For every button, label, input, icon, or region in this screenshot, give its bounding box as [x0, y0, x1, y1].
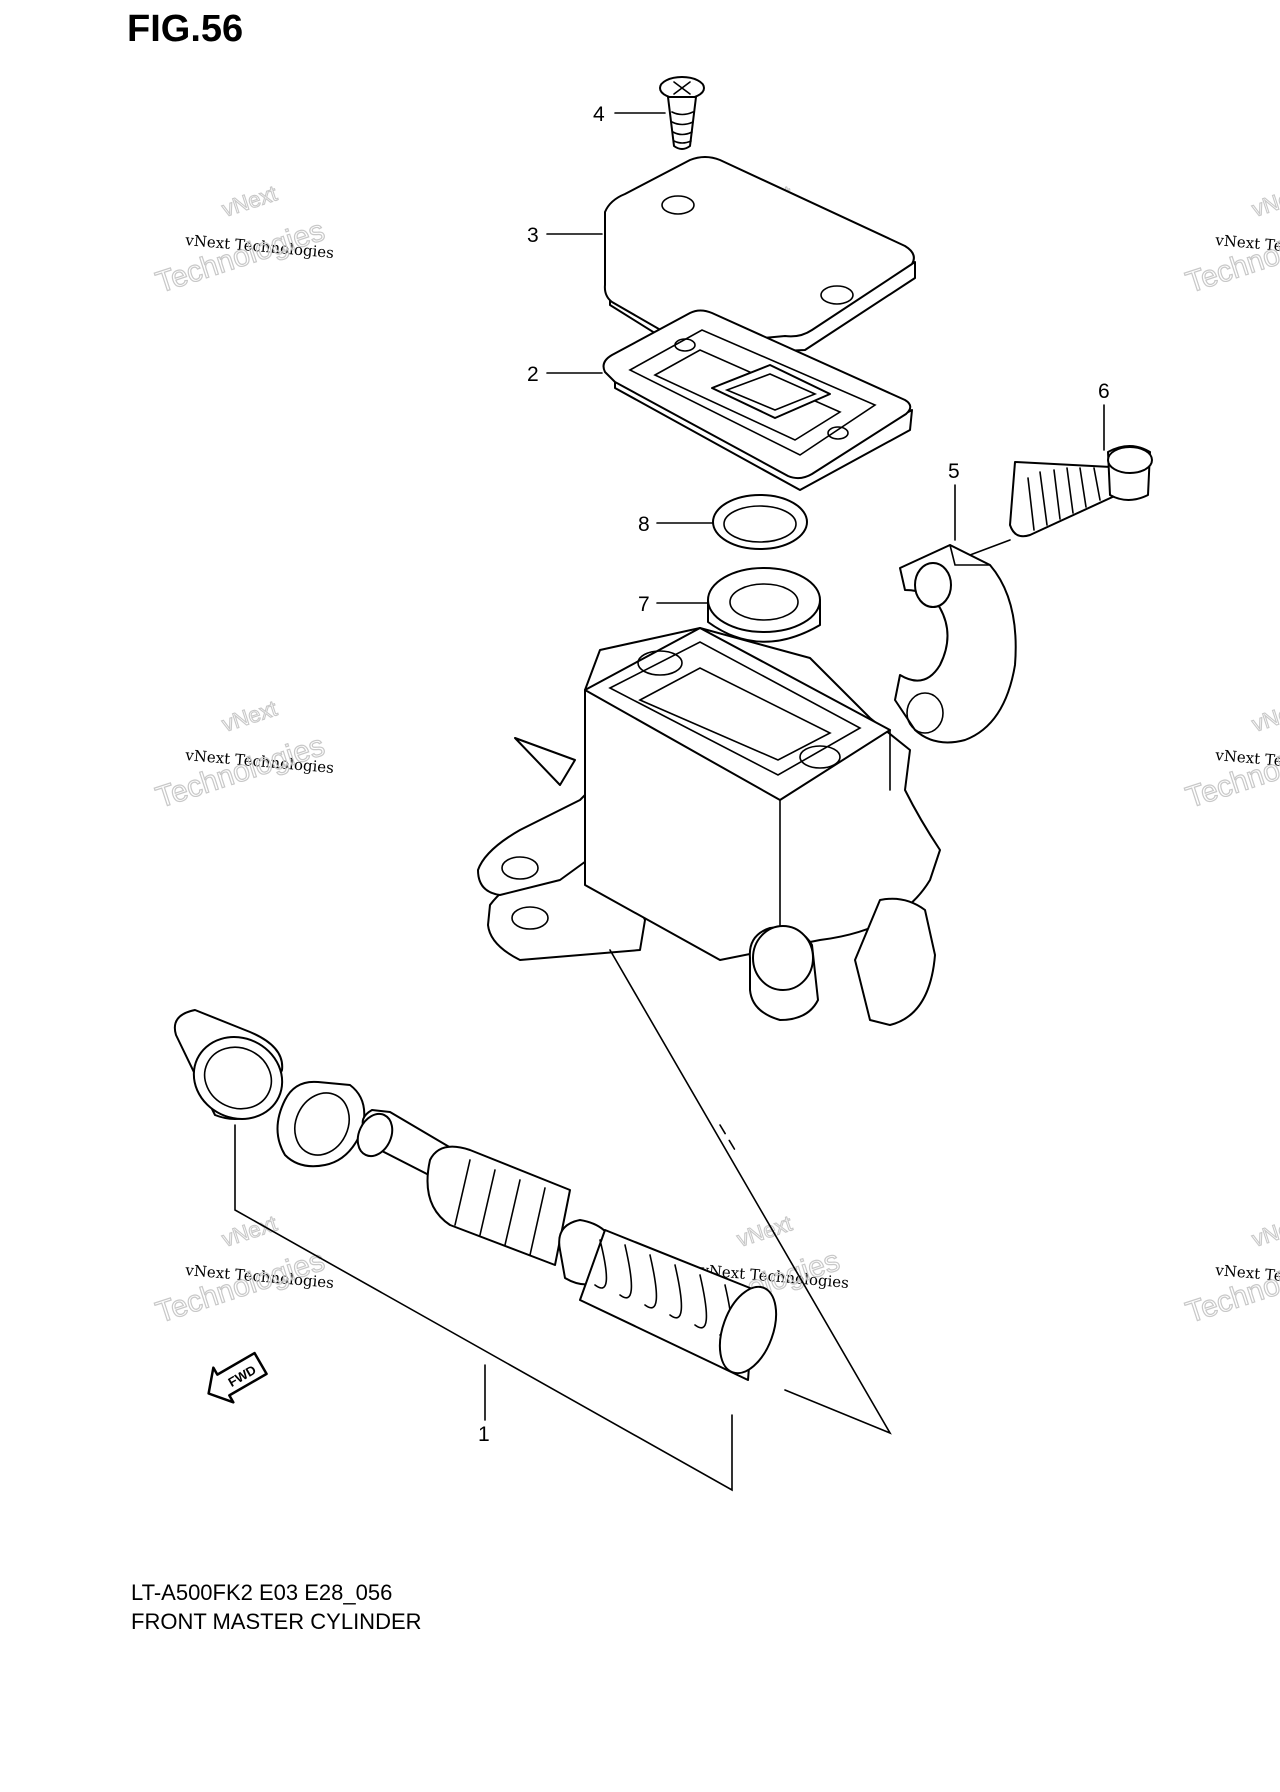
- watermark-large: Technologies: [1182, 214, 1280, 300]
- callout-6: 6: [1098, 380, 1110, 403]
- watermark-small: vNext: [219, 181, 280, 222]
- callout-2: 2: [527, 363, 539, 386]
- part-2-diaphragm: [602, 309, 913, 491]
- callout-3: 3: [527, 224, 539, 247]
- figure-title: FIG.56: [127, 8, 244, 50]
- watermark-large: Technologies: [1182, 1244, 1280, 1330]
- fwd-arrow-badge: FWD: [207, 1351, 268, 1404]
- callout-5: 5: [948, 460, 960, 483]
- model-code: LT-A500FK2 E03 E28_056: [131, 1580, 393, 1605]
- watermark-small: vNext: [219, 1211, 280, 1252]
- callout-1: 1: [478, 1423, 490, 1446]
- part-5-clamp: [894, 544, 1017, 744]
- part-8-o-ring: [712, 494, 808, 550]
- watermark-small: vNext: [1249, 1211, 1280, 1252]
- watermark-large: Technologies: [1182, 729, 1280, 815]
- watermark-small: vNext: [1249, 696, 1280, 737]
- part-3-reservoir-cap: [603, 156, 916, 356]
- watermark-small: vNext: [1249, 181, 1280, 222]
- callout-7: 7: [638, 593, 650, 616]
- callout-numbers: 4 3 2 8 7 5 6 1: [478, 103, 1110, 1446]
- callout-8: 8: [638, 513, 650, 536]
- master-cylinder-body: [477, 627, 941, 1026]
- assembly-bracket: [234, 949, 892, 1492]
- callout-4: 4: [593, 103, 605, 126]
- assembly-name: FRONT MASTER CYLINDER: [131, 1609, 422, 1634]
- part-7-plate: [707, 567, 821, 643]
- callout-leaders: [546, 112, 1105, 604]
- part-4-screw: [659, 76, 705, 150]
- part-6-bolt: [1009, 445, 1153, 538]
- part-1-piston-kit: [173, 1009, 778, 1381]
- watermark-small: vNext: [219, 696, 280, 737]
